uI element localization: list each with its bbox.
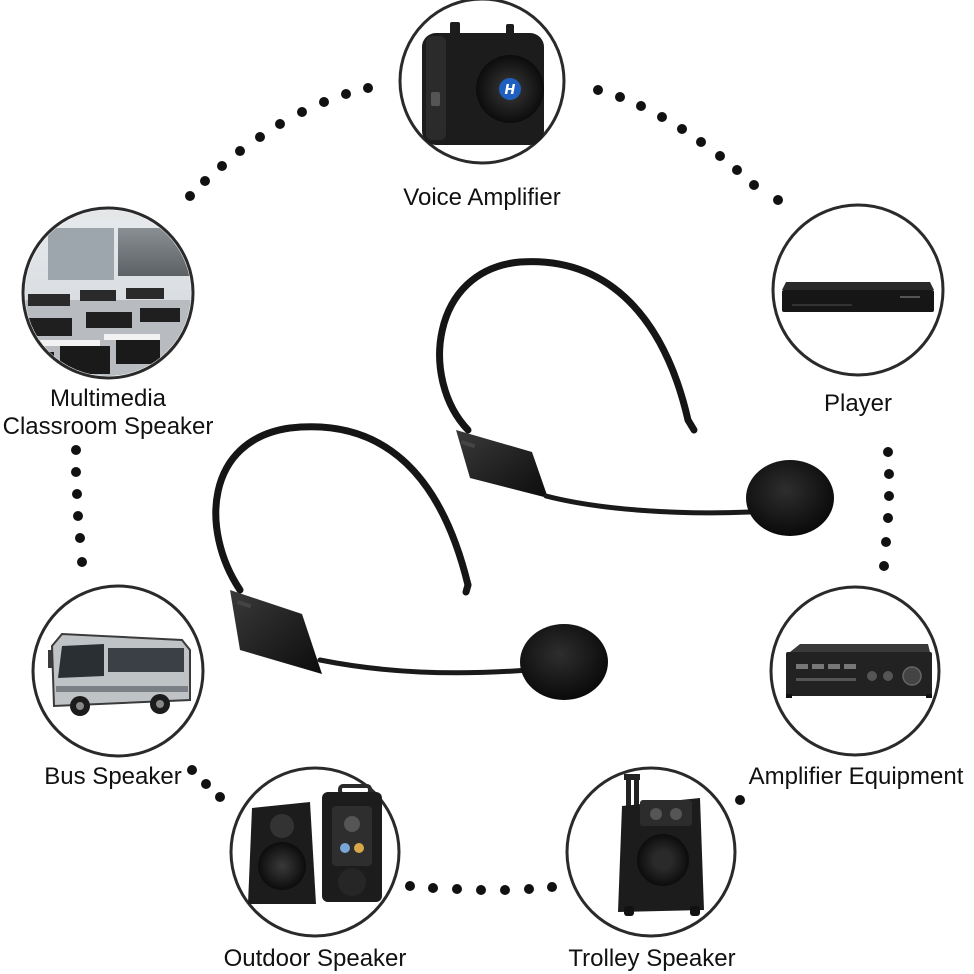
voice-amplifier-medallion: H: [398, 0, 566, 165]
dots-amp-trolley: [735, 795, 745, 805]
foam-windscreen-front: [520, 624, 608, 700]
label-player: Player: [823, 390, 893, 417]
dots-outdoor-trolley: [405, 881, 557, 895]
dots-right-top: [593, 85, 783, 205]
dots-right-vertical: [879, 447, 894, 571]
label-voice-amplifier: Voice Amplifier: [403, 184, 561, 211]
dots-bus-outdoor: [187, 765, 225, 802]
label-multimedia-line1: Multimedia: [49, 385, 167, 412]
outdoor-speaker-icon: [248, 784, 382, 904]
trolley-speaker-icon: [618, 774, 704, 916]
bus-icon: [48, 632, 191, 716]
bus-medallion: [31, 584, 205, 758]
label-multimedia-line2: Classroom Speaker: [2, 413, 214, 440]
headset-front: [212, 423, 608, 700]
voice-amplifier-icon: H: [422, 22, 544, 145]
foam-windscreen-back: [746, 460, 834, 536]
label-bus-speaker: Bus Speaker: [44, 763, 182, 790]
outdoor-speaker-medallion: [229, 766, 401, 938]
headset-back: [436, 258, 834, 536]
logo-text: H: [505, 83, 516, 98]
label-trolley-speaker: Trolley Speaker: [568, 945, 736, 972]
dots-left-vertical: [71, 445, 87, 567]
amplifier-medallion: [769, 585, 941, 757]
player-icon: [782, 282, 934, 312]
amplifier-icon: [786, 644, 932, 698]
classroom-photo: [25, 210, 191, 376]
trolley-speaker-medallion: [565, 766, 737, 938]
player-medallion: [771, 203, 945, 377]
classroom-medallion: [21, 206, 195, 380]
label-amplifier-equipment: Amplifier Equipment: [748, 763, 964, 790]
label-outdoor-speaker: Outdoor Speaker: [223, 945, 407, 972]
dots-left-top: [185, 83, 373, 201]
